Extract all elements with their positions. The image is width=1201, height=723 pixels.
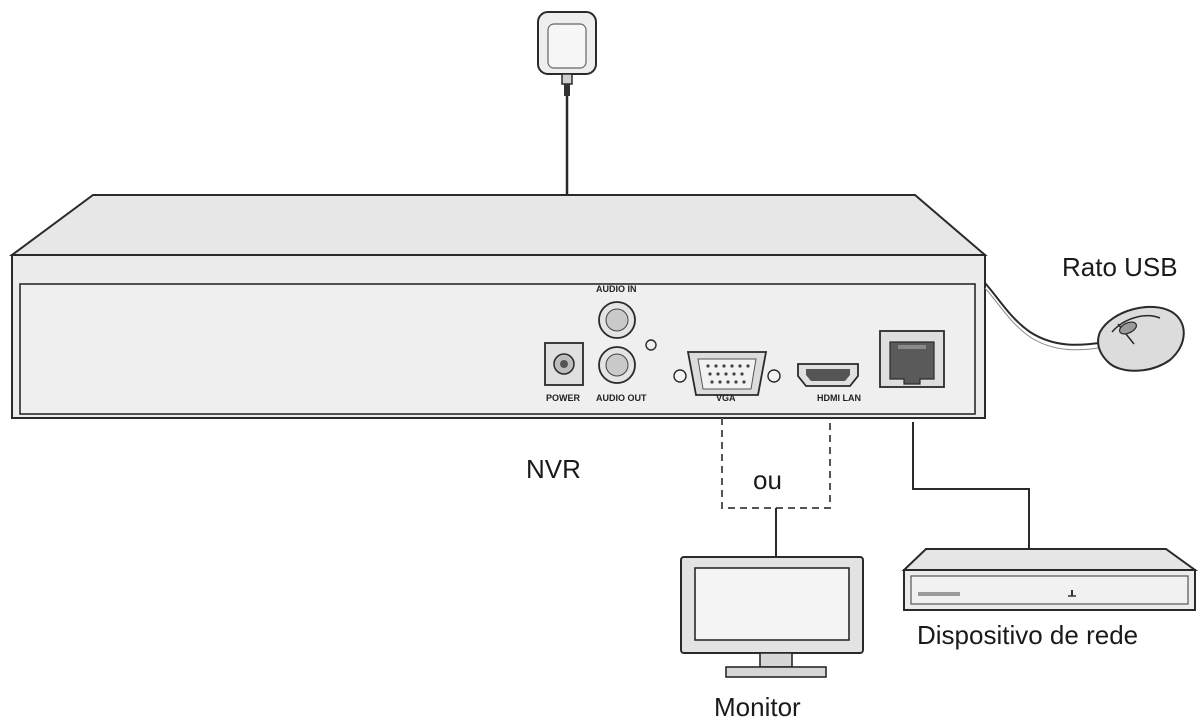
vga-port-icon [673, 351, 781, 396]
port-label-audio-out: AUDIO OUT [596, 393, 647, 403]
monitor-icon [680, 556, 864, 678]
network-switch-icon [901, 548, 1199, 611]
label-rato-usb: Rato USB [1062, 252, 1178, 282]
hdmi-port-icon [797, 363, 859, 387]
port-label-power: POWER [546, 393, 581, 403]
power-port-icon [544, 342, 584, 386]
label-dispositivo-de-rede: Dispositivo de rede [917, 620, 1138, 650]
ground-screw-icon [645, 339, 657, 351]
usb-mouse-icon [1097, 305, 1185, 372]
power-adapter-icon [537, 11, 597, 96]
port-label-audio-in: AUDIO IN [596, 284, 637, 294]
nvr-device [8, 194, 988, 419]
rj45-port-icon [879, 330, 945, 388]
mouse-cable [984, 282, 1107, 346]
label-ou: ou [753, 465, 782, 495]
port-label-vga: VGA [716, 393, 736, 403]
port-label-hdmi-lan: HDMI LAN [817, 393, 861, 403]
network-cable [912, 422, 1030, 548]
label-monitor: Monitor [714, 692, 801, 722]
audio-out-jack-icon [598, 346, 636, 384]
audio-in-jack-icon [598, 301, 636, 339]
label-nvr: NVR [526, 454, 581, 484]
